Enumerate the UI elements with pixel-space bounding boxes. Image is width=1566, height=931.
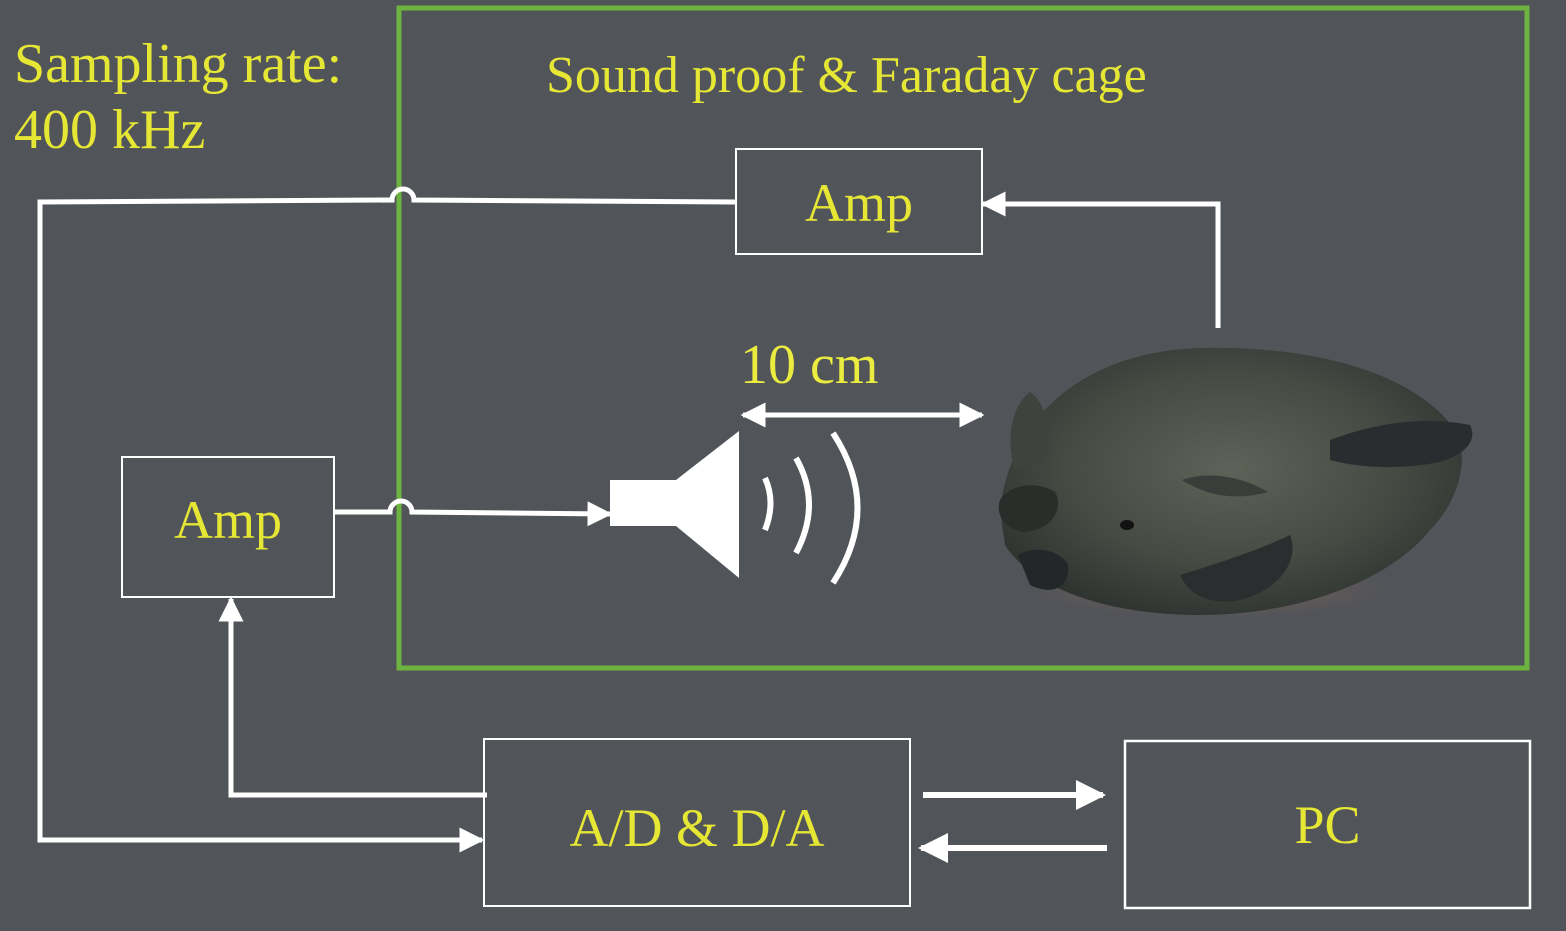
- amp-top-label: Amp: [805, 173, 913, 233]
- playback-to-amp-line: [218, 596, 487, 798]
- sampling-rate-label: Sampling rate:: [14, 33, 343, 95]
- distance-label: 10 cm: [740, 334, 879, 396]
- faraday-cage-border: [396, 5, 1530, 671]
- pc-box: [1123, 739, 1532, 910]
- amp-left-label: Amp: [174, 490, 282, 550]
- mic-signal-line: [980, 191, 1221, 328]
- converter-box: [483, 738, 911, 907]
- cage-title: Sound proof & Faraday cage: [546, 47, 1147, 104]
- pc-label: PC: [1294, 795, 1361, 855]
- speaker-icon: [610, 431, 861, 585]
- sampling-rate-value: 400 kHz: [14, 99, 206, 161]
- recording-signal-line: [37, 186, 737, 853]
- bat-photo: [998, 347, 1473, 620]
- amp-to-speaker-line: [334, 498, 613, 527]
- converter-label: A/D & D/A: [569, 798, 825, 858]
